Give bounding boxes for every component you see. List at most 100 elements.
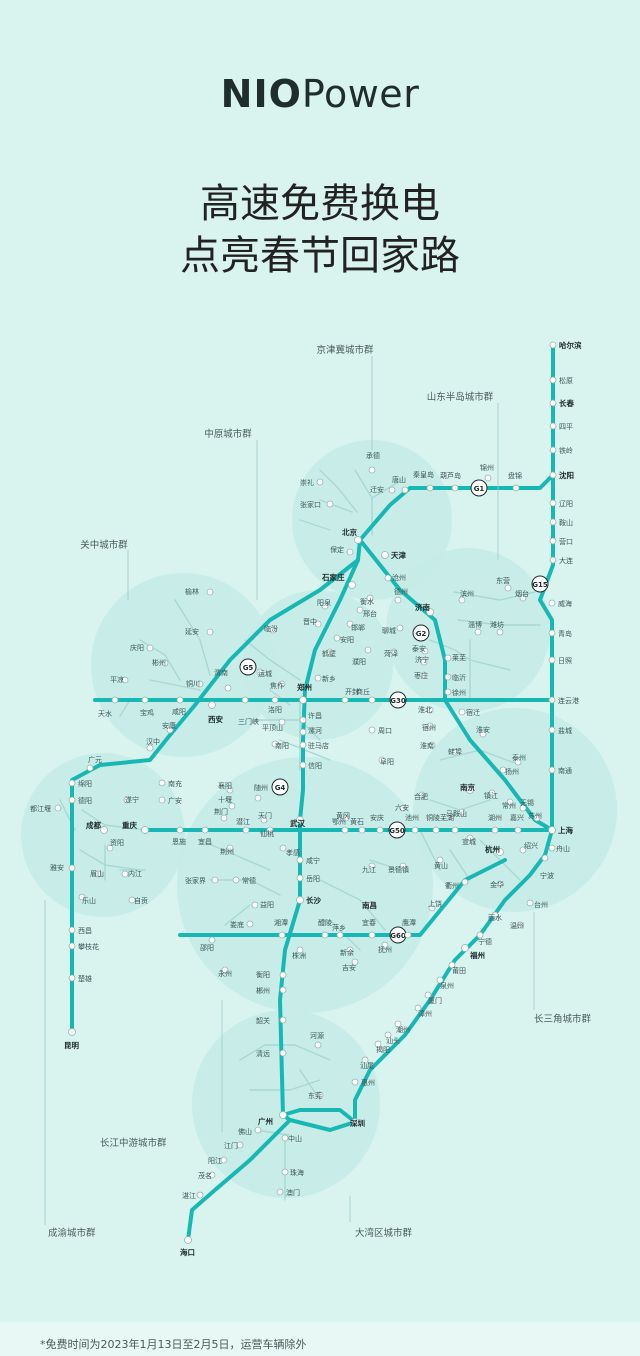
badge-g30: G30	[389, 691, 407, 709]
station-ankang: 安康	[162, 721, 176, 734]
station-loudi: 娄底	[230, 920, 254, 929]
station-yanan: 延安	[185, 627, 214, 636]
station-nanchang: 南昌	[362, 900, 377, 910]
station-nanchong: 南充	[158, 779, 182, 788]
svg-text:哈尔滨: 哈尔滨	[559, 340, 582, 350]
svg-text:抚州: 抚州	[378, 945, 392, 954]
headline-line1: 高速免费换电	[200, 181, 440, 227]
svg-text:G15: G15	[532, 581, 548, 589]
station-shangqiu: 商丘	[356, 687, 376, 704]
cluster-bubble-shandong	[386, 548, 550, 712]
badge-g15: G15	[531, 575, 549, 593]
svg-text:G50: G50	[389, 827, 405, 835]
station-luohe: 漯河	[299, 726, 322, 736]
station-xiamen: 厦门	[424, 991, 442, 1005]
station-shaoxing: 绍兴	[519, 841, 538, 854]
svg-text:韶关: 韶关	[256, 1016, 270, 1025]
cluster-label-chengyu: 成渝城市群	[48, 1227, 96, 1239]
svg-text:邵阳: 邵阳	[200, 943, 214, 952]
line-bay	[186, 1108, 357, 1242]
station-yantai: 烟台	[515, 589, 529, 602]
station-dujiangyan: 都江堰	[30, 804, 62, 813]
svg-text:徐州: 徐州	[452, 688, 466, 697]
svg-text:德阳: 德阳	[78, 796, 92, 805]
station-wuxi: 无锡	[519, 798, 534, 812]
station-jinzhong: 晋中	[303, 617, 322, 628]
station-xiantao: 仙桃	[260, 826, 274, 838]
svg-text:西安: 西安	[208, 714, 223, 724]
svg-text:南京: 南京	[460, 782, 475, 792]
svg-text:常德: 常德	[242, 876, 256, 885]
logo-nio: NIO	[220, 72, 302, 116]
station-panjin: 盘锦	[508, 471, 522, 492]
station-kunming: 昆明	[64, 1028, 79, 1050]
station-zhuhai: 珠海	[281, 1168, 304, 1177]
station-hefei: 合肥	[414, 791, 428, 801]
station-qingyang: 庆阳	[130, 643, 154, 652]
cluster-bubble-chengyu	[21, 753, 185, 917]
station-weihai: 威海	[548, 599, 572, 608]
station-yichun: 宜春	[362, 918, 376, 939]
svg-text:扬州: 扬州	[505, 767, 519, 776]
svg-text:仙桃: 仙桃	[260, 829, 274, 838]
svg-text:都江堰: 都江堰	[30, 804, 51, 813]
svg-text:葫芦岛: 葫芦岛	[440, 471, 461, 480]
station-guangzhou: 广州	[258, 1111, 287, 1126]
svg-text:平凉: 平凉	[110, 675, 124, 684]
station-huangshi: 黄石	[350, 817, 366, 834]
station-wenzhou: 温州	[510, 921, 524, 930]
svg-text:广元: 广元	[88, 755, 102, 764]
station-anyang: 安阳	[333, 634, 354, 644]
svg-text:遂宁: 遂宁	[125, 795, 139, 804]
svg-text:珠海: 珠海	[290, 1168, 304, 1177]
svg-text:恩施: 恩施	[172, 837, 186, 846]
svg-text:阜阳: 阜阳	[380, 757, 394, 766]
svg-text:湖州: 湖州	[488, 813, 502, 822]
svg-text:南阳: 南阳	[275, 741, 289, 750]
station-huanggang: 黄冈	[336, 811, 350, 822]
svg-text:连云港: 连云港	[558, 696, 579, 705]
svg-text:温州: 温州	[510, 921, 524, 930]
station-tianmen: 天门	[258, 811, 272, 824]
svg-text:黄山: 黄山	[434, 861, 448, 870]
station-xiangyang: 襄阳	[218, 781, 234, 794]
svg-text:娄底: 娄底	[230, 920, 244, 929]
station-jinzhou: 锦州	[480, 463, 494, 482]
station-chenzhou: 郴州	[256, 986, 287, 995]
svg-text:合肥: 合肥	[414, 792, 428, 801]
svg-text:枣庄: 枣庄	[414, 671, 428, 680]
svg-text:湘潭: 湘潭	[274, 918, 288, 927]
svg-text:黄石: 黄石	[350, 817, 364, 826]
station-yulin: 榆林	[185, 587, 214, 596]
svg-text:宜春: 宜春	[362, 918, 376, 927]
line-g60	[178, 858, 507, 937]
station-anshan: 鞍山	[549, 518, 573, 527]
station-lican: 六安	[395, 803, 409, 812]
svg-text:淮安: 淮安	[476, 725, 490, 734]
station-chengde: 承德	[366, 451, 380, 474]
station-zaozhuang: 枣庄	[414, 671, 428, 680]
nio-power-logo: NIOPower	[0, 72, 640, 116]
cluster-label-bay: 大湾区城市群	[355, 1227, 413, 1239]
station-leshan: 乐山	[78, 893, 96, 905]
svg-text:北京: 北京	[342, 527, 357, 537]
station-changde: 常德	[232, 876, 256, 885]
station-nanyang: 南阳	[271, 740, 289, 750]
svg-text:衡水: 衡水	[360, 597, 374, 606]
cluster-label-zhongyuan: 中原城市群	[204, 428, 252, 440]
svg-text:芜湖: 芜湖	[440, 813, 454, 822]
station-huainan: 淮南	[420, 741, 436, 750]
station-pingxiang: 萍乡	[332, 923, 346, 939]
svg-text:昆明: 昆明	[64, 1040, 79, 1050]
station-ningde: 宁德	[476, 931, 492, 946]
svg-text:绍兴: 绍兴	[524, 841, 538, 850]
station-liaoyang: 辽阳	[549, 499, 573, 508]
station-ningbo: 宁波	[540, 854, 554, 880]
footnote-text: *免费时间为2023年1月13日至2月5日，运营车辆除外	[40, 1338, 307, 1351]
station-zhenjiang: 镇江	[484, 789, 498, 800]
headline-line2: 点亮春节回家路	[180, 233, 460, 279]
station-shaoguan: 韶关	[256, 1016, 287, 1025]
cluster-bubble-bay	[192, 1010, 380, 1198]
station-enshi: 恩施	[172, 826, 186, 846]
station-hanzhong: 汉中	[146, 737, 160, 752]
